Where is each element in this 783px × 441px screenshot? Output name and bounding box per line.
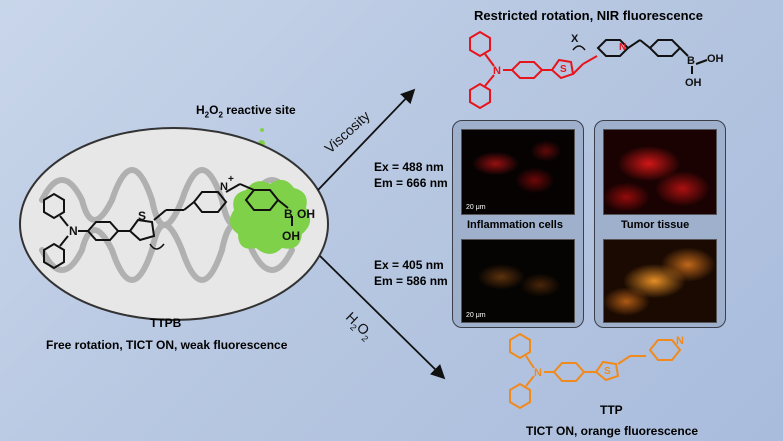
probe-n-amine: N bbox=[69, 224, 78, 238]
probe-caption: Free rotation, TICT ON, weak fluorescenc… bbox=[46, 338, 288, 352]
top-boron: B bbox=[687, 55, 695, 67]
bottom-n-pyridine: N bbox=[676, 335, 684, 347]
mitochondrion-illustration: N S N + B OH OH bbox=[19, 127, 329, 321]
top-oh-2: OH bbox=[685, 77, 702, 89]
scale-bar-label: 20 μm bbox=[466, 312, 486, 319]
h2o2-arrow bbox=[319, 255, 446, 380]
probe-name: TTPB bbox=[150, 316, 182, 330]
viscosity-label: Viscosity bbox=[321, 108, 373, 157]
probe-plus-charge: + bbox=[228, 174, 234, 185]
viscosity-arrow bbox=[317, 88, 416, 191]
top-n-atom: N bbox=[493, 65, 501, 77]
inflammation-cells-caption: Inflammation cells bbox=[467, 219, 563, 231]
micrograph-cells-orange: 20 μm bbox=[461, 239, 575, 323]
bottom-product-caption: TICT ON, orange fluorescence bbox=[526, 424, 699, 438]
row2-em-label: Em = 586 nm bbox=[374, 274, 448, 288]
row1-ex-label: Ex = 488 nm bbox=[374, 160, 444, 174]
panel-inflammation-cells: 20 μm Inflammation cells 20 μm bbox=[452, 120, 584, 328]
micrograph-tissue-red bbox=[603, 129, 717, 215]
panel-tumor-tissue: Tumor tissue bbox=[594, 120, 726, 328]
probe-oh-1: OH bbox=[297, 207, 315, 221]
reactive-dot-medium bbox=[258, 140, 265, 147]
micrograph-cells-red: 20 μm bbox=[461, 129, 575, 215]
tumor-tissue-caption: Tumor tissue bbox=[621, 219, 690, 231]
row2-ex-label: Ex = 405 nm bbox=[374, 258, 444, 272]
top-product-structure: X N S N B OH OH bbox=[469, 30, 724, 110]
probe-n-pyridinium: N bbox=[220, 181, 228, 193]
top-pyridinium-n: N bbox=[619, 42, 626, 53]
probe-oh-2: OH bbox=[282, 229, 300, 243]
rotation-x-label: X bbox=[571, 33, 579, 45]
row1-em-label: Em = 666 nm bbox=[374, 176, 448, 190]
micrograph-tissue-orange bbox=[603, 239, 717, 323]
top-product-title: Restricted rotation, NIR fluorescence bbox=[474, 8, 703, 23]
h2o2-arrow-label: H2O2 bbox=[341, 309, 377, 344]
top-s-atom: S bbox=[560, 64, 567, 75]
bottom-s-atom: S bbox=[604, 366, 611, 377]
probe-boron: B bbox=[284, 207, 293, 221]
svg-text:H2O2: H2O2 bbox=[341, 309, 377, 344]
scale-bar-label: 20 μm bbox=[466, 204, 486, 211]
top-oh-1: OH bbox=[707, 53, 724, 65]
bottom-product-structure: N S N bbox=[509, 332, 684, 410]
bottom-product-name: TTP bbox=[600, 403, 623, 417]
reactive-dot-small bbox=[260, 128, 264, 132]
reactive-site-label: H2O2 reactive site bbox=[196, 103, 296, 120]
bottom-n-amine: N bbox=[534, 367, 542, 379]
probe-s-atom: S bbox=[138, 209, 146, 223]
